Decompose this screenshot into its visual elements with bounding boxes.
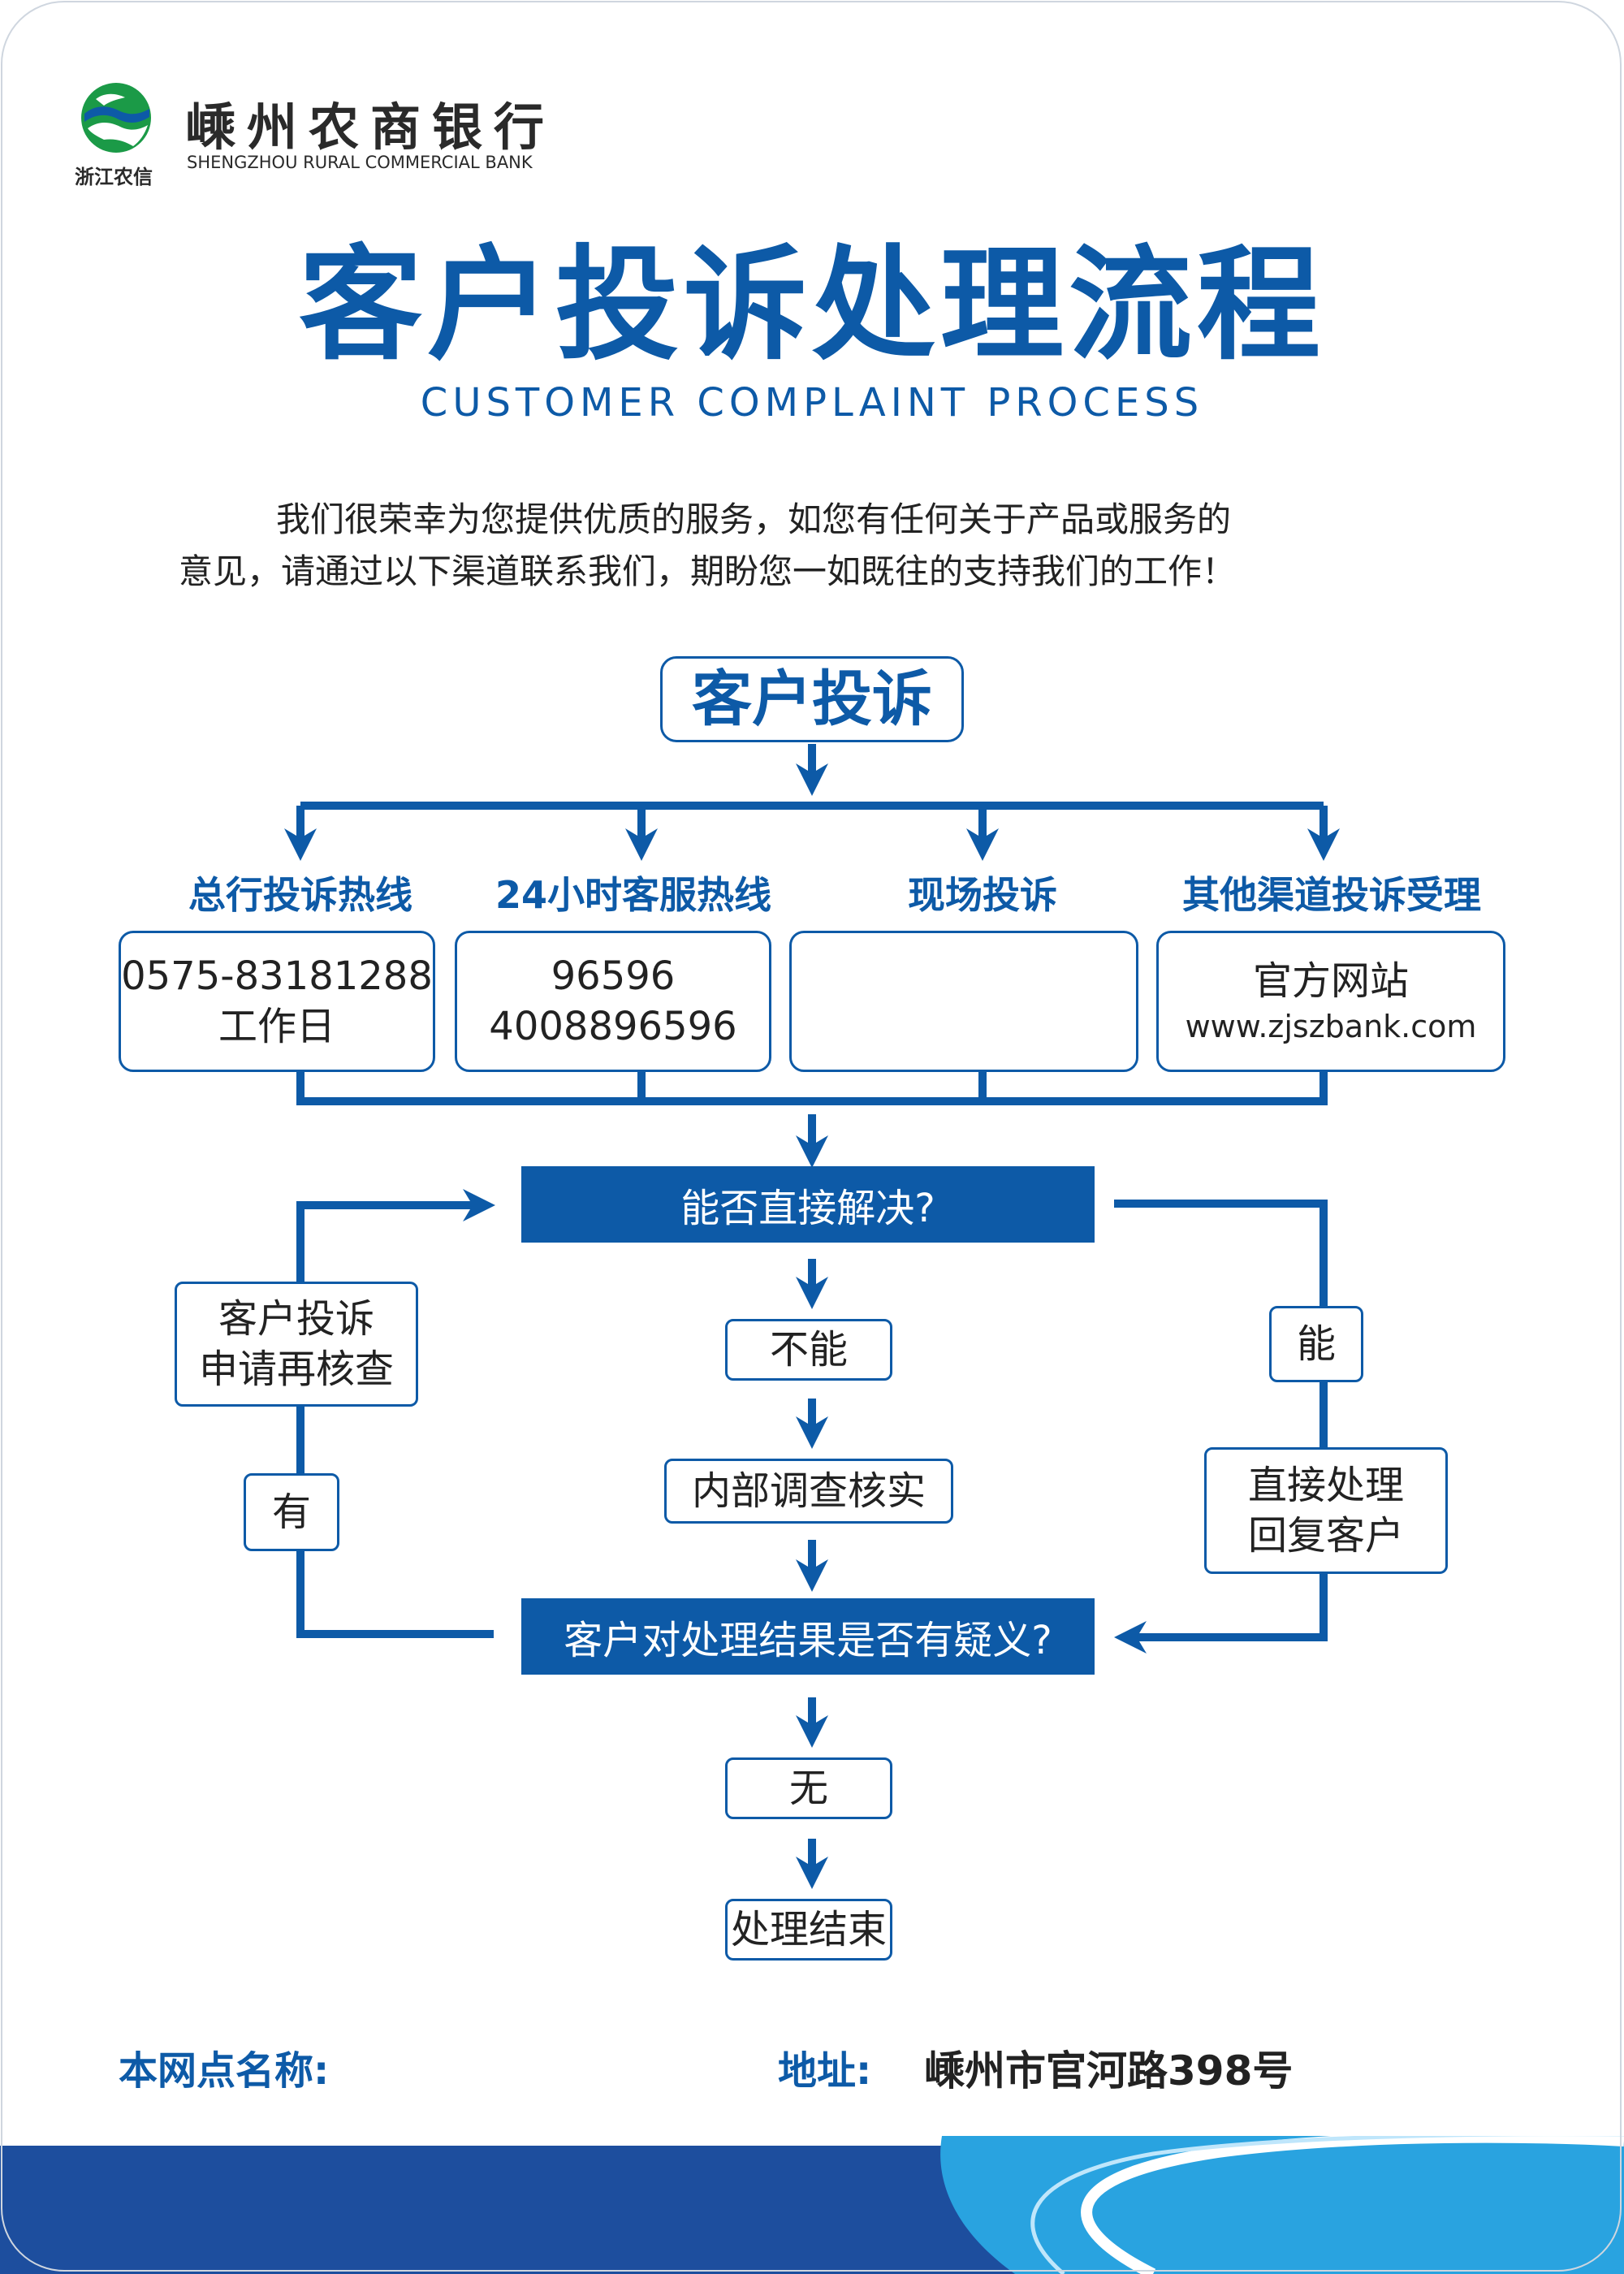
channel-label-other: 其他渠道投诉受理 [1182, 873, 1481, 917]
channel-box-other: 官方网站 www.zjszbank.com [1156, 931, 1505, 1072]
flow-end-box: 处理结束 [725, 1899, 892, 1961]
flow-recheck-box: 客户投诉 申请再核查 [175, 1282, 418, 1407]
river-emblem-icon [81, 83, 151, 153]
channel-label-24h-hotline: 24小时客服热线 [495, 873, 771, 917]
channel-label-onsite: 现场投诉 [908, 873, 1057, 917]
branch-name-label: 本网点名称: [119, 2048, 330, 2094]
flow-none-box: 无 [725, 1757, 892, 1819]
flow-yes-box: 能 [1269, 1306, 1363, 1382]
channel-box-24h-hotline: 96596 4008896596 [455, 931, 771, 1072]
recheck-line-2: 申请再核查 [198, 1347, 394, 1392]
footer-band-light [940, 2136, 1624, 2274]
channel-box-hq-hotline: 0575-83181288 工作日 [119, 931, 435, 1072]
channel-other-website-url: www.zjszbank.com [1185, 1008, 1477, 1044]
footer-wave-curve [1081, 2136, 1624, 2274]
footer-wave-band [0, 2136, 1624, 2274]
direct-handle-line-1: 直接处理 [1247, 1462, 1404, 1508]
channel-24h-short-number: 96596 [551, 953, 676, 999]
page-title: 客户投诉处理流程 [299, 233, 1325, 377]
channel-box-onsite [789, 931, 1138, 1072]
recheck-line-1: 客户投诉 [218, 1295, 374, 1342]
channel-label-hq-hotline: 总行投诉热线 [188, 873, 412, 917]
flow-start-box: 客户投诉 [660, 656, 964, 742]
flow-no-box: 不能 [725, 1319, 892, 1381]
logo-subtext: 浙江农信 [75, 166, 153, 188]
channel-24h-long-number: 4008896596 [489, 1004, 737, 1049]
page-title-english: CUSTOMER COMPLAINT PROCESS [420, 380, 1204, 426]
flow-investigate-box: 内部调查核实 [664, 1459, 953, 1524]
connector-collection [296, 1072, 1328, 1105]
decision-can-resolve-directly: 能否直接解决? [521, 1166, 1095, 1243]
intro-line-2: 意见，请通过以下渠道联系我们，期盼您一如既往的支持我们的工作！ [179, 551, 1237, 591]
direct-handle-line-2: 回复客户 [1247, 1513, 1404, 1559]
intro-line-1: 我们很荣幸为您提供优质的服务，如您有任何关于产品或服务的 [276, 499, 1232, 539]
connector-yes-branch [1114, 1200, 1328, 1654]
footer-wave-curve-thin [1030, 2136, 1624, 2274]
bank-name-en: SHENGZHOU RURAL COMMERCIAL BANK [187, 153, 533, 172]
channel-hq-hours: 工作日 [218, 1004, 335, 1049]
channel-hq-phone: 0575-83181288 [121, 953, 433, 999]
address-value: 嵊州市官河路398号 [924, 2047, 1294, 2095]
flow-direct-handle-box: 直接处理 回复客户 [1204, 1447, 1448, 1574]
flow-has-objection-box: 有 [244, 1473, 339, 1551]
address-label: 地址: [778, 2048, 872, 2094]
bank-name-cn: 嵊州农商银行 [185, 97, 556, 157]
connector-recheck-loop [296, 1189, 495, 1638]
decision-customer-objection: 客户对处理结果是否有疑义? [521, 1598, 1095, 1675]
channel-other-website-label: 官方网站 [1252, 958, 1409, 1005]
